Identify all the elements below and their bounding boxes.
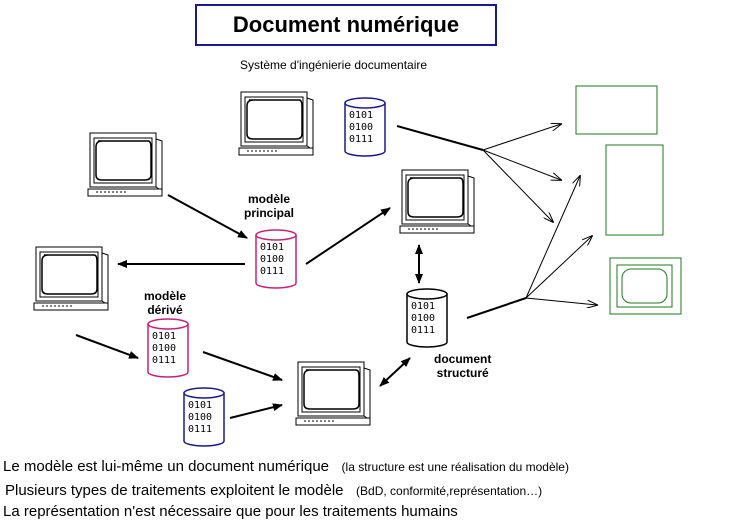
database-code-line: 0100 (260, 254, 284, 265)
cylinder-body (255, 235, 297, 289)
database-code-line: 0101 (349, 110, 373, 121)
arrow-derived-model-to-bottom-computer (202, 351, 283, 381)
computer-icon (609, 257, 682, 315)
database-code-line: 0111 (349, 134, 373, 145)
arrow-hub-to-green-doc-2 (482, 149, 561, 180)
arrow-main-model-to-center-computer (305, 207, 391, 265)
note-line-2: Plusieurs types de traitements exploiten… (5, 482, 543, 499)
cylinder-top (255, 229, 297, 241)
database-code-line: 0111 (260, 266, 284, 277)
arrow-hub2-up-2 (525, 236, 592, 299)
database-code-line: 0111 (411, 325, 435, 336)
cylinder-body (406, 294, 448, 348)
database-code-line: 0100 (349, 122, 373, 133)
diagram-subtitle: Système d'ingénierie documentaire (240, 58, 428, 72)
cylinder-top (344, 97, 386, 109)
arrow-hub-lower (482, 149, 553, 222)
database-code-line: 0111 (188, 424, 212, 435)
database-code-line: 0100 (152, 343, 176, 354)
database-code-line: 0101 (260, 242, 284, 253)
computer-icon (295, 361, 371, 426)
cylinder-top (147, 318, 189, 330)
database-code-line: 0101 (188, 400, 212, 411)
computer-icon (87, 132, 163, 197)
note-line-3: La représentation n'est nécessaire que p… (3, 503, 458, 520)
cylinder-body (147, 324, 189, 378)
cylinder-top (406, 288, 448, 300)
line-top-db-to-hub (396, 125, 484, 151)
database-code-line: 0100 (411, 313, 435, 324)
arrow-left-computer-to-derived-model (75, 334, 139, 359)
document-icon (605, 144, 664, 236)
cylinder-body (183, 393, 225, 447)
cylinder-body (344, 103, 386, 157)
computer-icon (399, 169, 475, 234)
diagram-title: Document numérique (195, 4, 497, 46)
arrow-hub2-up-1 (525, 176, 580, 299)
arrow-blue-db-to-bottom-computer (229, 403, 283, 419)
arrow-structured-doc-bottom-computer (379, 357, 411, 387)
note-line-1: Le modèle est lui-même un document numér… (3, 458, 569, 475)
database-code-line: 0100 (188, 412, 212, 423)
arrow-computer-to-main-model (167, 194, 248, 239)
database-code-line: 0101 (411, 301, 435, 312)
database-code-line: 0101 (152, 331, 176, 342)
line-structured-doc-to-hub2 (466, 297, 527, 319)
computer-icon (33, 246, 109, 311)
database-code-line: 0111 (152, 355, 176, 366)
document-icon (575, 85, 658, 135)
connections (75, 124, 597, 419)
arrow-hub-to-green-box-1 (482, 124, 561, 151)
computer-icon (238, 91, 314, 156)
cylinder-top (183, 387, 225, 399)
arrow-hub2-right (525, 297, 597, 305)
